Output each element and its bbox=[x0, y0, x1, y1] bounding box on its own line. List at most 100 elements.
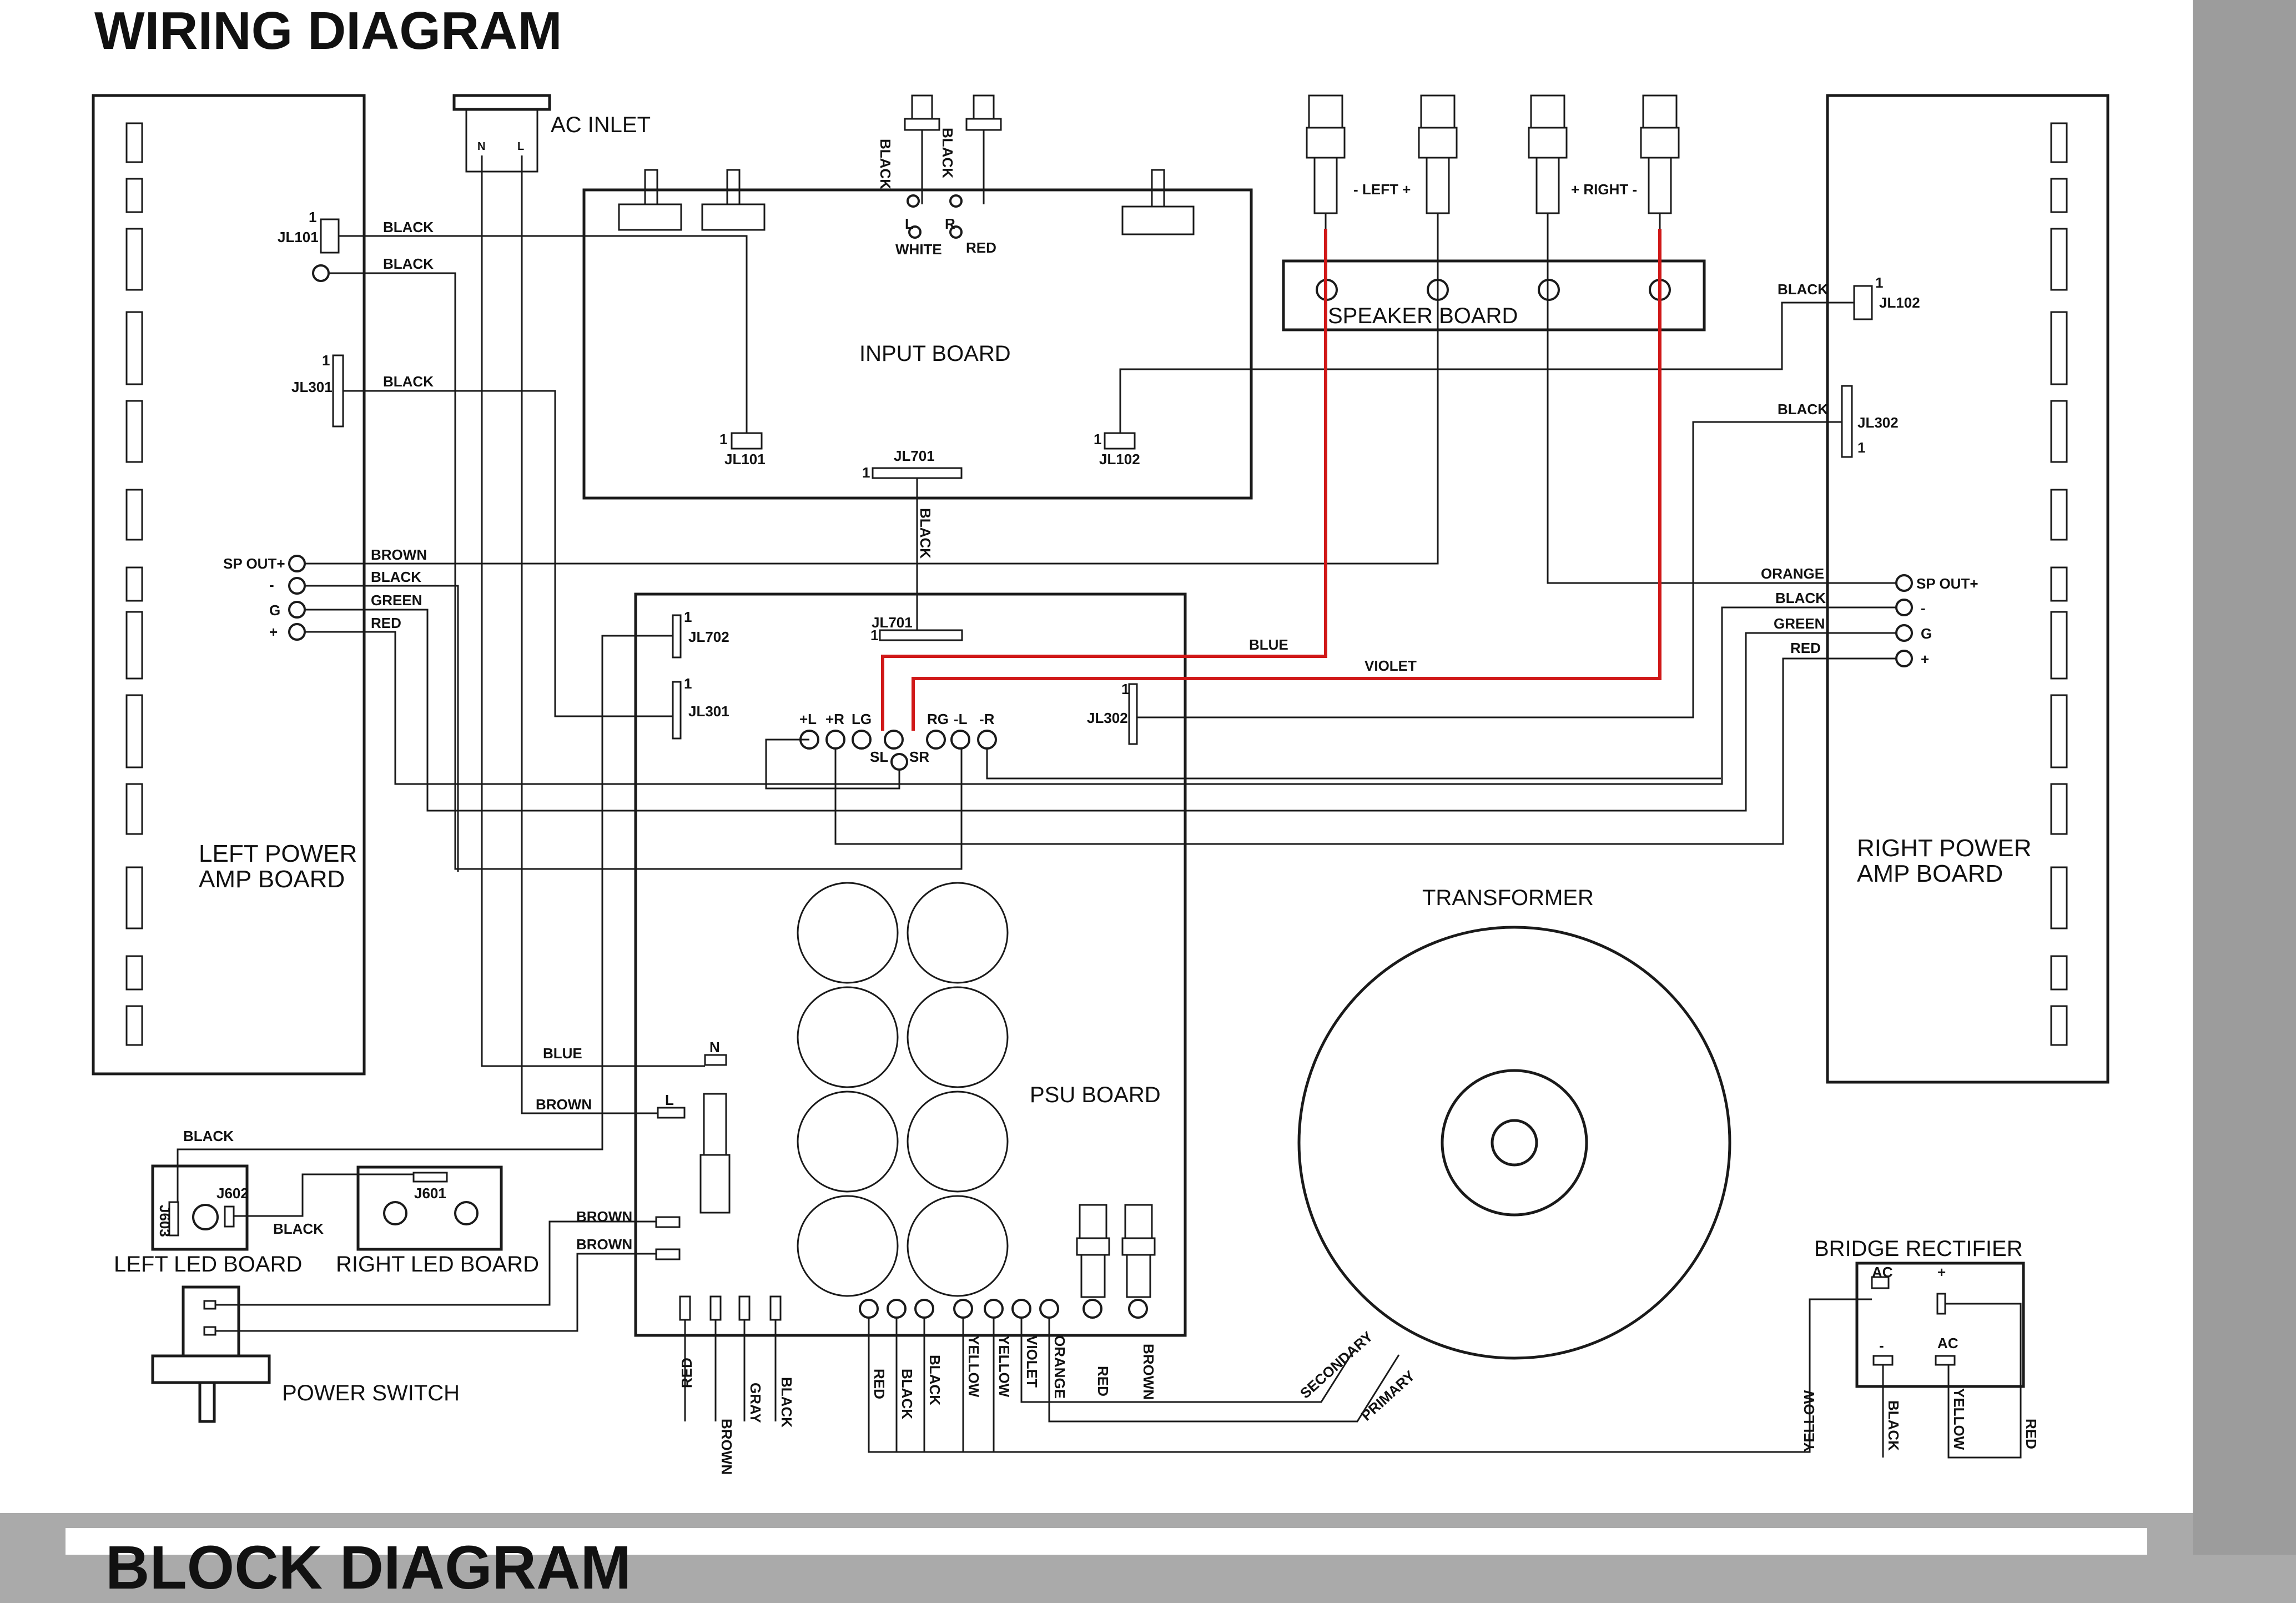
svg-text:-: - bbox=[1879, 1337, 1884, 1354]
svg-text:BLACK: BLACK bbox=[1775, 590, 1826, 606]
svg-text:VIOLET: VIOLET bbox=[1024, 1335, 1040, 1388]
svg-text:SP OUT+: SP OUT+ bbox=[223, 555, 285, 572]
speaker-wires bbox=[881, 229, 1661, 731]
svg-text:1: 1 bbox=[1121, 681, 1129, 697]
right-amp-connectors: 1 JL102 JL302 1 SP OUT+ - G + bbox=[1841, 274, 1978, 667]
psu-board-label: PSU BOARD bbox=[1030, 1083, 1161, 1107]
psu-jl701-label: JL701 bbox=[872, 614, 913, 631]
svg-text:1: 1 bbox=[862, 464, 870, 481]
input-jl101-label: JL101 bbox=[724, 451, 766, 468]
psu-jl302-label: JL302 bbox=[1087, 710, 1128, 726]
transformer-label: TRANSFORMER bbox=[1422, 886, 1594, 910]
svg-text:JL302: JL302 bbox=[1857, 414, 1899, 431]
svg-text:+: + bbox=[1921, 651, 1929, 667]
rca-r: R bbox=[945, 215, 955, 232]
svg-text:L: L bbox=[665, 1092, 674, 1108]
svg-text:1: 1 bbox=[719, 431, 727, 448]
svg-text:BLACK: BLACK bbox=[1778, 401, 1828, 418]
svg-text:RED: RED bbox=[1790, 640, 1821, 656]
svg-text:-L: -L bbox=[954, 711, 968, 727]
svg-text:1: 1 bbox=[684, 675, 692, 692]
svg-text:BLACK: BLACK bbox=[927, 1355, 943, 1405]
psu-jl702-label: JL702 bbox=[688, 629, 729, 645]
svg-text:1: 1 bbox=[1875, 274, 1883, 291]
rca-l: L bbox=[905, 215, 914, 232]
left-amp-connectors: 1 JL101 1 JL301 SP OUT+ - G + bbox=[223, 209, 344, 641]
psu-board: 1 JL701 1 JL702 1 JL301 1 JL302 +L +R LG… bbox=[634, 592, 1187, 1337]
svg-text:BLACK: BLACK bbox=[1778, 281, 1828, 298]
svg-text:BLACK: BLACK bbox=[899, 1369, 915, 1419]
svg-text:RED: RED bbox=[678, 1358, 695, 1388]
svg-text:VIOLET: VIOLET bbox=[1364, 657, 1417, 674]
right-power-amp-board: RIGHT POWER AMP BOARD bbox=[1826, 94, 2109, 1084]
svg-text:BLACK: BLACK bbox=[1885, 1400, 1902, 1451]
input-jl102-header bbox=[1104, 432, 1136, 450]
svg-text:AC: AC bbox=[1872, 1264, 1893, 1280]
svg-text:+: + bbox=[269, 624, 278, 640]
svg-text:JL101: JL101 bbox=[278, 229, 319, 245]
svg-text:1: 1 bbox=[322, 352, 330, 369]
svg-text:BLACK: BLACK bbox=[778, 1377, 795, 1428]
input-jl101-header bbox=[731, 432, 763, 450]
psu-capacitors bbox=[797, 882, 1009, 1297]
ac-inlet-label: AC INLET bbox=[551, 113, 651, 137]
svg-text:BROWN: BROWN bbox=[718, 1419, 735, 1475]
svg-text:YELLOW: YELLOW bbox=[1801, 1390, 1817, 1452]
svg-text:BROWN: BROWN bbox=[576, 1236, 632, 1253]
diagram-sheet: WIRING DIAGRAM LEFT POWER AMP BOARD RIGH… bbox=[0, 0, 2193, 1513]
svg-text:BLACK: BLACK bbox=[273, 1220, 324, 1237]
svg-text:BLACK: BLACK bbox=[383, 219, 434, 235]
svg-text:AC: AC bbox=[1937, 1335, 1958, 1351]
svg-text:YELLOW: YELLOW bbox=[996, 1335, 1013, 1398]
svg-text:JL102: JL102 bbox=[1879, 294, 1920, 311]
svg-text:-: - bbox=[1921, 600, 1926, 616]
svg-text:+L: +L bbox=[799, 711, 817, 727]
svg-text:RG: RG bbox=[927, 711, 949, 727]
svg-text:BLUE: BLUE bbox=[1249, 636, 1288, 653]
bridge-rectifier-label: BRIDGE RECTIFIER bbox=[1814, 1237, 2023, 1261]
psu-jl701-header bbox=[879, 629, 963, 641]
svg-text:SR: SR bbox=[909, 748, 929, 765]
svg-text:GRAY: GRAY bbox=[747, 1383, 764, 1423]
speaker-binding-posts: - LEFT + + RIGHT - bbox=[1306, 94, 1680, 229]
wires bbox=[177, 183, 2022, 1459]
block-diagram-title: BLOCK DIAGRAM bbox=[105, 1534, 632, 1602]
svg-text:BLACK: BLACK bbox=[383, 373, 434, 390]
psu-jl301-label: JL301 bbox=[688, 703, 729, 720]
svg-text:1: 1 bbox=[870, 627, 878, 644]
svg-text:G: G bbox=[1921, 625, 1932, 642]
svg-text:J602: J602 bbox=[216, 1185, 249, 1202]
svg-text:1: 1 bbox=[1094, 431, 1101, 448]
ac-inlet-l: L bbox=[517, 140, 524, 153]
psu-jl302-header bbox=[1128, 683, 1138, 745]
svg-text:1: 1 bbox=[1857, 439, 1865, 456]
svg-text:ORANGE: ORANGE bbox=[1761, 565, 1824, 582]
power-switch-label: POWER SWITCH bbox=[282, 1381, 460, 1405]
svg-text:BROWN: BROWN bbox=[536, 1096, 592, 1113]
left-led-label: LEFT LED BOARD bbox=[114, 1252, 302, 1277]
svg-text:YELLOW: YELLOW bbox=[1951, 1388, 1967, 1450]
scrollbar-gutter[interactable] bbox=[2193, 0, 2296, 1555]
input-jl701-label: JL701 bbox=[894, 448, 935, 464]
right-amp-label-2: AMP BOARD bbox=[1857, 860, 2003, 887]
svg-text:BLACK: BLACK bbox=[183, 1128, 234, 1144]
svg-text:+: + bbox=[1937, 1264, 1946, 1280]
svg-text:+R: +R bbox=[825, 711, 844, 727]
svg-text:SP OUT+: SP OUT+ bbox=[1916, 575, 1978, 592]
svg-text:J601: J601 bbox=[414, 1185, 446, 1202]
ac-inlet-n: N bbox=[477, 140, 485, 153]
bridge-rectifier: AC + - AC BRIDGE RECTIFIER bbox=[1814, 1237, 2025, 1388]
svg-text:G: G bbox=[269, 602, 280, 619]
svg-text:BLACK: BLACK bbox=[917, 508, 934, 559]
svg-text:BLACK: BLACK bbox=[371, 569, 421, 585]
svg-text:GREEN: GREEN bbox=[1774, 615, 1825, 632]
next-page bbox=[66, 1528, 2147, 1555]
svg-text:-R: -R bbox=[979, 711, 995, 727]
left-pair-label: - LEFT + bbox=[1353, 181, 1411, 198]
svg-text:N: N bbox=[709, 1039, 720, 1056]
svg-text:J603: J603 bbox=[157, 1205, 173, 1237]
svg-text:RED: RED bbox=[2023, 1419, 2040, 1449]
left-amp-label-2: AMP BOARD bbox=[199, 866, 345, 893]
left-amp-label: LEFT POWER bbox=[199, 840, 357, 867]
svg-text:BLUE: BLUE bbox=[543, 1045, 582, 1062]
